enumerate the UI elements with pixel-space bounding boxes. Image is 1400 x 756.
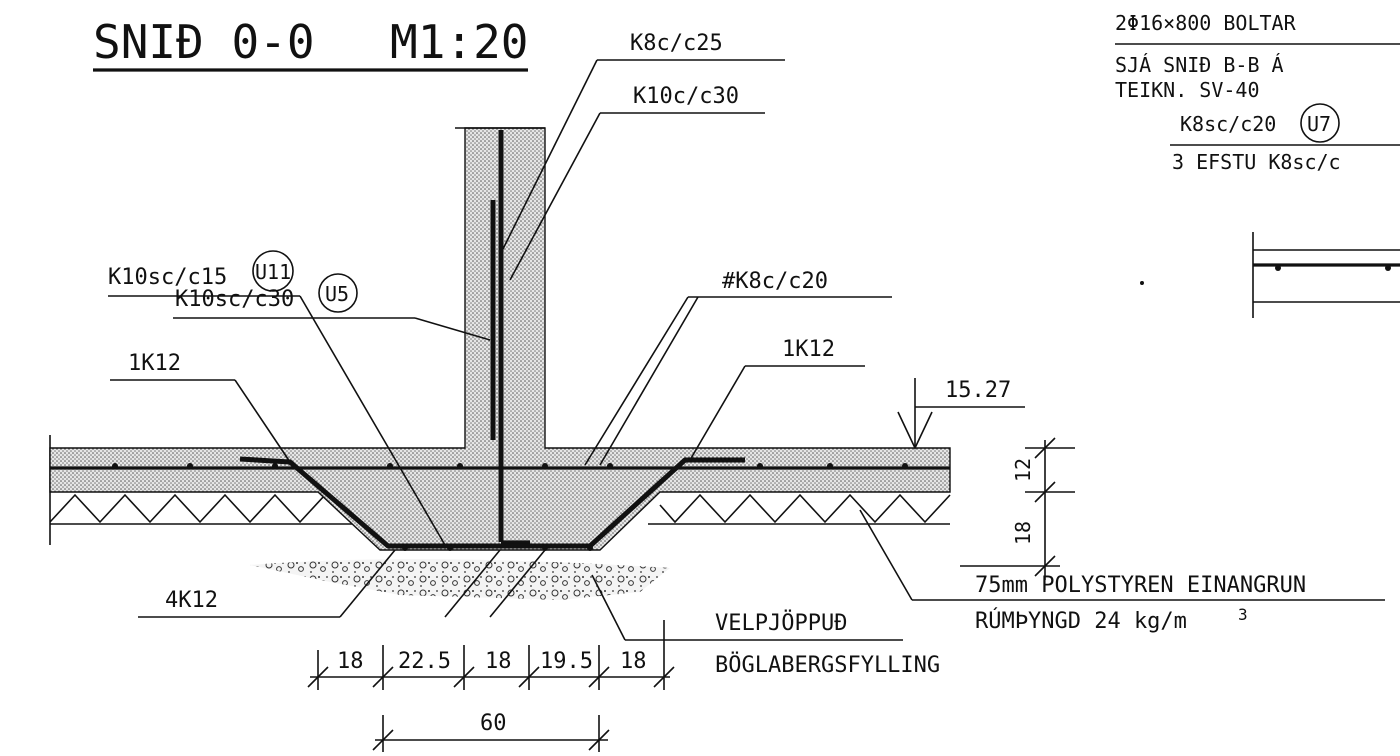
insulation-zigzag-right xyxy=(659,493,951,524)
label-rumpyngd-exp: 3 xyxy=(1238,605,1248,624)
label-boglaberg: BÖGLABERGSFYLLING xyxy=(715,652,940,678)
dim-bottom-1: 18 xyxy=(337,649,364,674)
leader-line xyxy=(489,549,546,618)
footing-rebar-u xyxy=(239,456,745,549)
label-4k12: 4K12 xyxy=(165,588,218,613)
callout-circle-u7 xyxy=(1300,103,1340,143)
leader-line xyxy=(591,574,626,641)
leader-line xyxy=(299,295,446,546)
callout-circle-u5 xyxy=(318,273,358,313)
label-k8sc-c20: K8sc/c20 xyxy=(1180,112,1276,136)
rebar-dots xyxy=(112,463,908,551)
leader-line xyxy=(599,296,699,466)
label-velpjoppud: VELPJÖPPUÐ xyxy=(715,610,847,636)
label-k8c-c20: #K8c/c20 xyxy=(722,269,828,294)
label-u5: U5 xyxy=(325,282,349,306)
leader-line xyxy=(509,112,601,281)
partial-detail-right xyxy=(1140,232,1400,318)
dim-total-tick xyxy=(372,729,394,751)
leader-line xyxy=(444,549,501,618)
label-see-section: SJÁ SNIÐ B-B Á xyxy=(1115,53,1284,77)
drawing-scale: M1:20 xyxy=(390,15,528,69)
dim-total: 60 xyxy=(480,711,507,736)
label-bolts: 2Φ16×800 BOLTAR xyxy=(1115,11,1297,35)
label-three-top: 3 EFSTU K8sc/c xyxy=(1172,150,1341,174)
insulation-right xyxy=(660,492,950,524)
label-1k12-right: 1K12 xyxy=(782,337,835,362)
leader-line xyxy=(339,549,396,618)
dim-footing: 18 xyxy=(1011,521,1035,545)
leader-line xyxy=(584,296,689,466)
elevation-triangle xyxy=(897,411,933,450)
label-k10c-c30: K10c/c30 xyxy=(633,84,739,109)
insulation-zigzag-left xyxy=(49,493,341,524)
dim-bottom-5: 18 xyxy=(620,649,647,674)
leader-line xyxy=(499,59,598,256)
dim-total-tick xyxy=(588,729,610,751)
dim-slab: 12 xyxy=(1011,458,1035,482)
dim-tick xyxy=(1034,555,1056,577)
label-see-drawing: TEIKN. SV-40 xyxy=(1115,78,1260,102)
label-k8c-c25: K8c/c25 xyxy=(630,31,723,56)
label-u7: U7 xyxy=(1307,112,1331,136)
label-u11: U11 xyxy=(255,260,291,284)
insulation-left xyxy=(50,492,340,524)
dim-bottom-ticks xyxy=(307,620,675,690)
label-k10sc-c15: K10sc/c15 xyxy=(108,265,227,290)
label-rumpyngd: RÚMÞYNGD 24 kg/m xyxy=(975,608,1187,634)
label-1k12-left: 1K12 xyxy=(128,351,181,376)
gravel-fill xyxy=(250,559,670,600)
drawing-title: SNIÐ 0-0 xyxy=(93,15,315,69)
leader-line xyxy=(234,379,291,463)
leader-line xyxy=(414,317,491,341)
leader-line xyxy=(859,509,913,601)
label-polystyren: 75mm POLYSTYREN EINANGRUN xyxy=(975,573,1306,598)
dim-bottom-4: 19.5 xyxy=(540,649,593,674)
callout-circle-u11 xyxy=(252,250,294,292)
leader-line xyxy=(689,365,746,461)
dim-tick xyxy=(1034,481,1056,503)
label-elevation: 15.27 xyxy=(945,378,1011,403)
dim-bottom-2: 22.5 xyxy=(398,649,451,674)
dim-bottom-3: 18 xyxy=(485,649,512,674)
dim-tick xyxy=(1034,437,1056,459)
